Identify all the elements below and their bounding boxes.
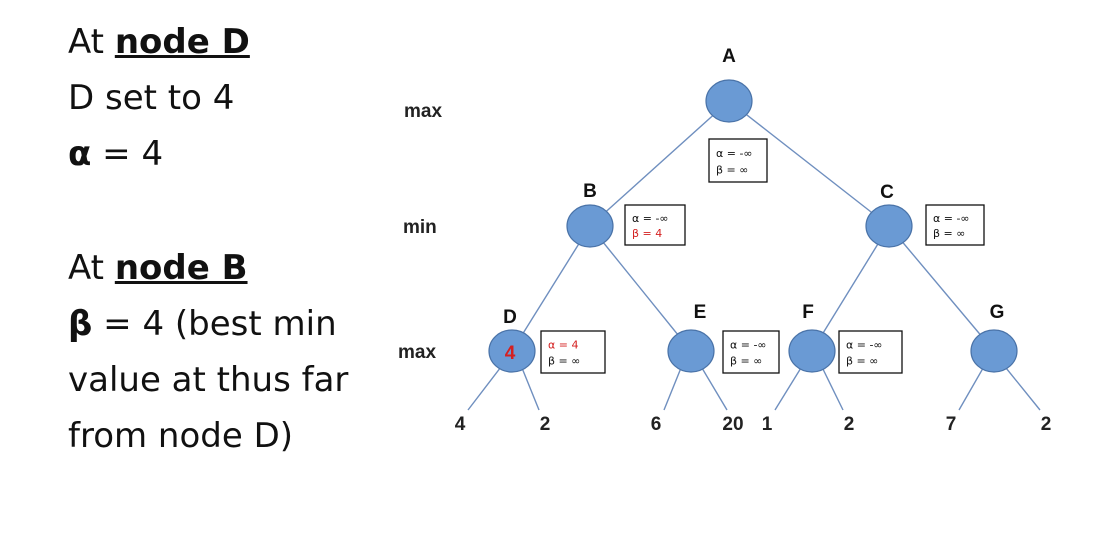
leaf-value: 2 — [844, 414, 855, 435]
node-d-heading: At node D — [68, 22, 250, 62]
node-circle — [788, 329, 836, 373]
node-d-name: node D — [114, 22, 250, 62]
beta-explanation-line-3: from node D) — [68, 416, 294, 456]
alpha-value: α = -∞ — [933, 212, 970, 225]
alpha-beta-box-a: α = -∞ β = ∞ — [708, 138, 768, 183]
leaf-edge — [698, 362, 728, 411]
leaf-edge — [774, 362, 805, 411]
node-circle — [865, 204, 913, 248]
d-set-line: D set to 4 — [68, 78, 235, 118]
leaf-edge — [958, 362, 987, 411]
leaf-value: 20 — [722, 414, 743, 435]
edge-a-b — [589, 100, 730, 227]
beta-value: β = ∞ — [548, 355, 580, 368]
alpha-symbol: α — [68, 134, 92, 174]
alpha-value: α = -∞ — [632, 212, 669, 225]
leaf-value: 6 — [651, 414, 662, 435]
box-frame — [925, 204, 985, 246]
alpha-value: α = -∞ — [846, 339, 883, 352]
node-label: F — [802, 302, 814, 323]
node-label: E — [694, 302, 707, 323]
leaf-edge — [663, 362, 684, 411]
leaf-edge — [1001, 362, 1041, 411]
node-circle — [705, 79, 753, 123]
node-label: D — [503, 307, 517, 328]
node-a: A — [705, 46, 753, 123]
beta-value: β = ∞ — [716, 163, 748, 176]
alpha-value: α = -∞ — [730, 339, 767, 352]
beta-explanation-line-2: value at thus far — [68, 360, 349, 400]
box-frame — [722, 330, 780, 374]
edge-c-f — [811, 225, 890, 352]
node-f: F — [788, 302, 836, 373]
box-frame — [838, 330, 903, 374]
node-d: D4 — [488, 307, 536, 373]
box-frame — [708, 138, 768, 183]
box-frame — [624, 204, 686, 246]
node-circle — [488, 329, 536, 373]
node-label: C — [880, 182, 894, 203]
box-frame — [540, 330, 606, 374]
alpha-beta-box-f: α = -∞ β = ∞ — [838, 330, 903, 374]
alpha-line: α = 4 — [68, 134, 164, 174]
leaf-value: 7 — [946, 414, 957, 435]
leaf-value: 1 — [762, 414, 773, 435]
beta-value: β = ∞ — [933, 227, 965, 240]
alpha-beta-box-b: α = -∞ β = 4 — [624, 204, 686, 246]
beta-value: β = ∞ — [846, 355, 878, 368]
node-b-name: node B — [114, 248, 248, 288]
node-label: B — [583, 181, 597, 202]
tree-edges — [511, 100, 995, 352]
node-e: E — [667, 302, 715, 373]
leaf-value: 2 — [540, 414, 551, 435]
leaf-value: 4 — [455, 414, 466, 435]
edge-a-c — [728, 100, 890, 227]
leaf-edge — [819, 362, 844, 411]
node-circle — [970, 329, 1018, 373]
node-b-heading: At node B — [68, 248, 248, 288]
level-labels: max min max — [398, 101, 442, 363]
edge-c-g — [888, 225, 995, 352]
alpha-beta-box-e: α = -∞ β = ∞ — [722, 330, 780, 374]
alpha-value: α = -∞ — [716, 147, 753, 160]
level-label: max — [398, 342, 436, 363]
alpha-beta-box-c: α = -∞ β = ∞ — [925, 204, 985, 246]
beta-value: β = ∞ — [730, 355, 762, 368]
leaf-edge — [519, 362, 540, 411]
beta-symbol: β — [68, 304, 93, 344]
beta-line: β = 4 (best min — [68, 304, 337, 344]
alpha-value: α = 4 — [548, 339, 578, 352]
node-label: G — [990, 302, 1005, 323]
node-b: B — [566, 181, 614, 248]
leaf-edges — [467, 362, 1041, 411]
edge-b-d — [511, 225, 591, 352]
alpha-beta-box-d: α = 4 β = ∞ — [540, 330, 606, 374]
leaf-value: 2 — [1041, 414, 1052, 435]
level-label: max — [404, 101, 442, 122]
node-c: C — [865, 182, 913, 248]
alpha-beta-boxes: α = -∞ β = ∞ α = -∞ β = 4 α = -∞ β = ∞ α = 4 β … — [540, 138, 985, 374]
leaf-edge — [467, 362, 505, 411]
node-circle — [667, 329, 715, 373]
node-circle — [566, 204, 614, 248]
level-label: min — [403, 217, 437, 238]
explanation-panel: At node D D set to 4 α = 4 At node B β =… — [68, 14, 398, 464]
node-g: G — [970, 302, 1018, 373]
node-value: 4 — [505, 343, 516, 364]
node-label: A — [722, 46, 736, 67]
beta-value: β = 4 — [632, 227, 662, 240]
edge-b-e — [589, 225, 692, 352]
